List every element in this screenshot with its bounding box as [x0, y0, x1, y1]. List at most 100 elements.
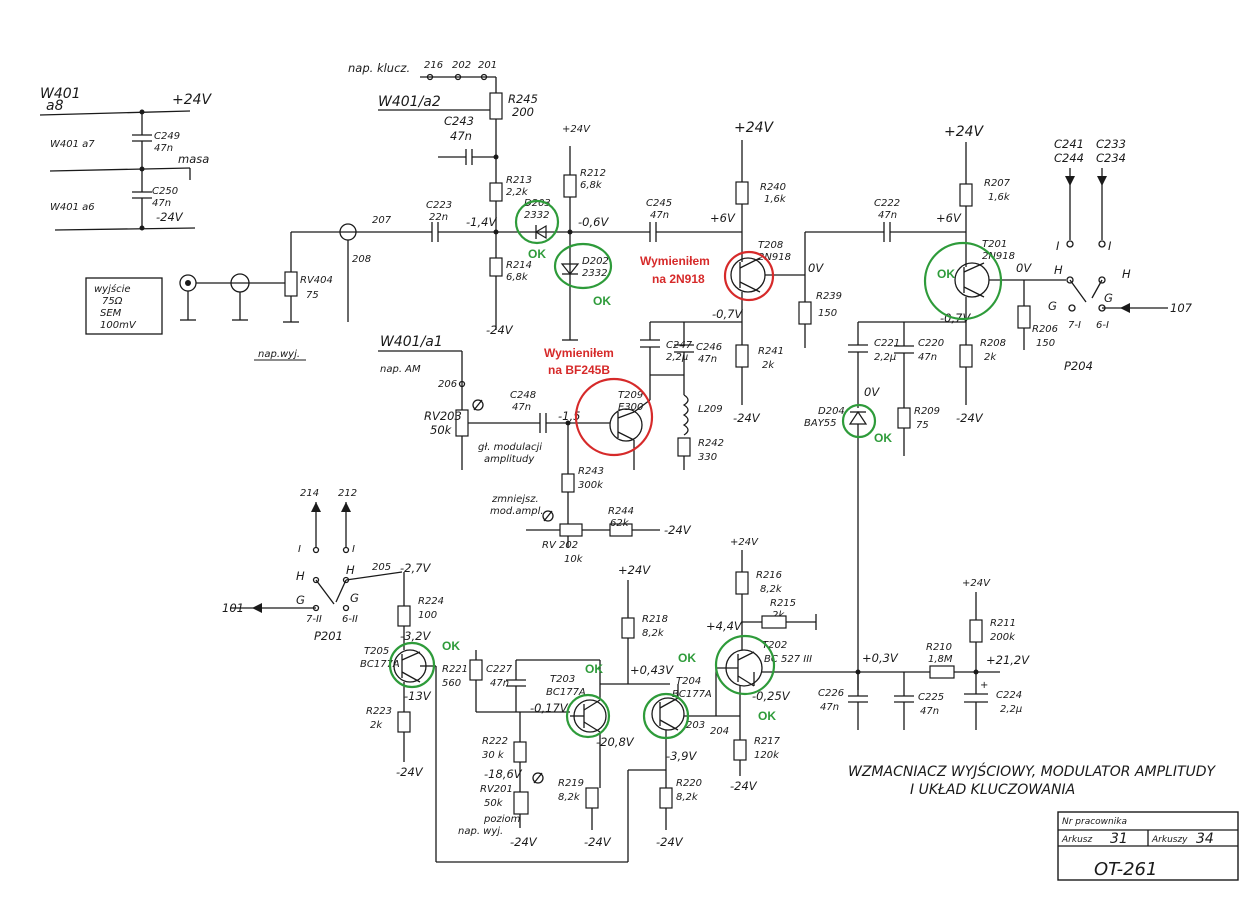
output-section: wyjście 75Ω SEM 100mV RV404 75 nap.wyj. [85, 232, 333, 361]
diode-section: D203 2332 +24V R212 6,8k -0,6V D202 2332 [524, 124, 609, 341]
ok-label-t205: OK [442, 639, 460, 653]
replaced-label-t208-line1: Wymieniłem [640, 254, 710, 268]
label-c227-value: 47n [490, 678, 509, 689]
drawing-number: OT-261 [1094, 859, 1157, 880]
label-v-minus-3-9: -3,9V [666, 749, 697, 763]
label-d202: D202 [582, 256, 609, 267]
label-t209-type: E300 [618, 402, 643, 413]
label-rv404: RV404 [300, 275, 333, 286]
label-a7: W401 a7 [50, 139, 95, 150]
label-masa: masa [178, 152, 209, 166]
label-r221-value: 560 [442, 678, 461, 689]
label-nap-wyj-2: nap. wyj. [458, 826, 503, 837]
label-v-plus-0-43: +0,43V [630, 663, 674, 677]
label-r241: R241 [758, 346, 784, 357]
label-sw-6-i: 6-I [1096, 320, 1109, 331]
ok-label-t204: OK [678, 651, 696, 665]
label-node-204: 204 [710, 726, 729, 737]
label-poziom: poziom [483, 814, 521, 825]
connector-w401-block: W401 a8 +24V C249 47n W401 a7 masa C250 … [39, 86, 213, 231]
label-r219-value: 8,2k [558, 792, 581, 803]
label-c224: C224 [996, 690, 1022, 701]
label-v-plus6-a: +6V [710, 211, 736, 225]
label-r207-value: 1,6k [988, 192, 1011, 203]
label-r223-value: 2k [370, 720, 383, 731]
label-v-minus-0-6: -0,6V [578, 215, 609, 229]
t201-stage: C222 47n +24V R207 1,6k +6V T201 2N918 0… [804, 124, 1066, 690]
label-v-plus6-b: +6V [936, 211, 962, 225]
label-rv404-value: 75 [306, 290, 319, 301]
label-v-minus-2-7: -2,7V [400, 561, 431, 575]
replaced-label-t208-line2: na 2N918 [652, 272, 705, 286]
replaced-ring-t208 [723, 250, 775, 302]
label-r221: R221 [442, 664, 468, 675]
label-plus24-r211: +24V [962, 578, 991, 589]
label-plus24-r212: +24V [562, 124, 591, 135]
label-v-minus-1-5: -1,5 [558, 409, 580, 423]
label-r239: R239 [816, 291, 842, 302]
label-a8: a8 [46, 98, 64, 114]
label-node-212: 212 [338, 488, 357, 499]
label-node-107: 107 [1170, 301, 1193, 315]
replaced-label-t209-line1: Wymieniłem [544, 346, 614, 360]
label-plus24-r216: +24V [730, 537, 759, 548]
label-c248: C248 [510, 390, 536, 401]
label-t209: T209 [618, 390, 643, 401]
t203-t204-stage: C227 47n -0,17V R222 30 k -18,6V RV201 5… [436, 563, 740, 863]
label-node-101: 101 [222, 601, 244, 615]
label-r214-value: 6,8k [506, 272, 529, 283]
label-c221-value: 2,2μ [874, 352, 896, 363]
label-gl-modulacji: gł. modulacji [478, 442, 542, 453]
title-block-arkusz-value: 31 [1110, 831, 1128, 847]
label-v-minus-20-8: -20,8V [596, 735, 635, 749]
label-minus24-top: -24V [156, 210, 184, 224]
label-plus24-t208: +24V [734, 120, 775, 136]
label-c220-value: 47n [918, 352, 937, 363]
label-rv201: RV201 [480, 784, 513, 795]
label-t203-type: BC177A [546, 687, 586, 698]
label-rv203: RV203 [424, 409, 462, 423]
ok-ring-d202 [553, 242, 613, 290]
label-r217-value: 120k [754, 750, 780, 761]
output-box-line1: wyjście [94, 283, 131, 295]
label-sw-i-left: I [1056, 239, 1060, 253]
ok-ring-t204 [642, 692, 690, 740]
label-r208-value: 2k [984, 352, 997, 363]
label-r210-value: 1,8M [928, 654, 953, 665]
ok-ring-t202 [714, 634, 776, 696]
label-t204: T204 [676, 676, 701, 687]
label-c249: C249 [154, 131, 180, 142]
label-node-207: 207 [372, 215, 392, 226]
label-c244: C244 [1054, 151, 1084, 165]
ok-ring-t203 [565, 693, 611, 739]
label-c247-value: 2,2μ [666, 352, 688, 363]
label-r243-value: 300k [578, 480, 604, 491]
label-c246-value: 47n [698, 354, 717, 365]
label-t208-type: 2N918 [758, 252, 791, 263]
label-r240-value: 1,6k [764, 194, 787, 205]
ok-label-d202: OK [593, 294, 611, 308]
label-r219: R219 [558, 778, 584, 789]
label-nap-am: nap. AM [380, 364, 421, 375]
label-r244: R244 [608, 506, 634, 517]
label-p201-g-right: G [350, 591, 359, 605]
switch-p204: C241 C244 C233 C234 I I H H G G 7-I 6-I … [1048, 137, 1193, 373]
label-node-203: 203 [686, 720, 705, 731]
label-p201-g-left: G [296, 593, 305, 607]
label-t204-type: BC177A [672, 689, 712, 700]
title-block-arkuszy-value: 34 [1196, 831, 1214, 847]
label-minus24-r223: -24V [396, 765, 424, 779]
label-zmniejsz: zmniejsz. [491, 494, 539, 505]
label-r217: R217 [754, 736, 781, 747]
label-c245: C245 [646, 198, 672, 209]
label-r224-value: 100 [418, 610, 437, 621]
label-p201-h-left: H [296, 569, 305, 583]
label-p201-h-right: H [346, 563, 355, 577]
label-p201-i-left: I [298, 544, 301, 555]
label-t208: T208 [758, 240, 783, 251]
label-v-plus-0-3: +0,3V [862, 651, 899, 665]
label-v-minus-18-6: -18,6V [484, 767, 523, 781]
label-t205-type: BC177A [360, 659, 400, 670]
label-minus24-r241: -24V [733, 411, 761, 425]
trimmer-rv201-icon [532, 772, 544, 784]
